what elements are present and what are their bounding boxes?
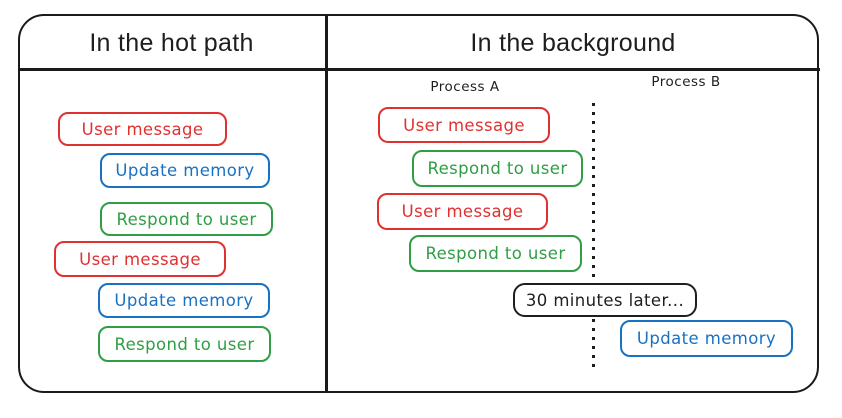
hotpath-step-user-message-2: User message xyxy=(54,241,226,277)
process-a-label: Process A xyxy=(430,79,500,95)
process-a-step-user-message-1: User message xyxy=(378,107,550,143)
process-b-step-update-memory: Update memory xyxy=(620,320,793,357)
process-a-step-user-message-2: User message xyxy=(377,193,548,230)
process-divider-dotted-line xyxy=(592,103,595,373)
hotpath-step-update-memory-1: Update memory xyxy=(100,153,270,188)
process-b-label: Process B xyxy=(651,74,721,90)
background-panel-title: In the background xyxy=(470,29,676,57)
hotpath-step-respond-to-user-1: Respond to user xyxy=(100,202,273,236)
process-a-step-respond-to-user-2: Respond to user xyxy=(409,235,582,272)
hotpath-step-update-memory-2: Update memory xyxy=(98,283,270,318)
header-divider-line xyxy=(19,68,820,71)
panel-divider-line xyxy=(325,15,328,393)
process-a-step-respond-to-user-1: Respond to user xyxy=(412,150,583,187)
hotpath-step-respond-to-user-2: Respond to user xyxy=(98,326,271,362)
hot-path-panel-title: In the hot path xyxy=(89,29,254,57)
time-note-box: 30 minutes later... xyxy=(513,283,697,317)
hotpath-step-user-message-1: User message xyxy=(58,112,227,146)
